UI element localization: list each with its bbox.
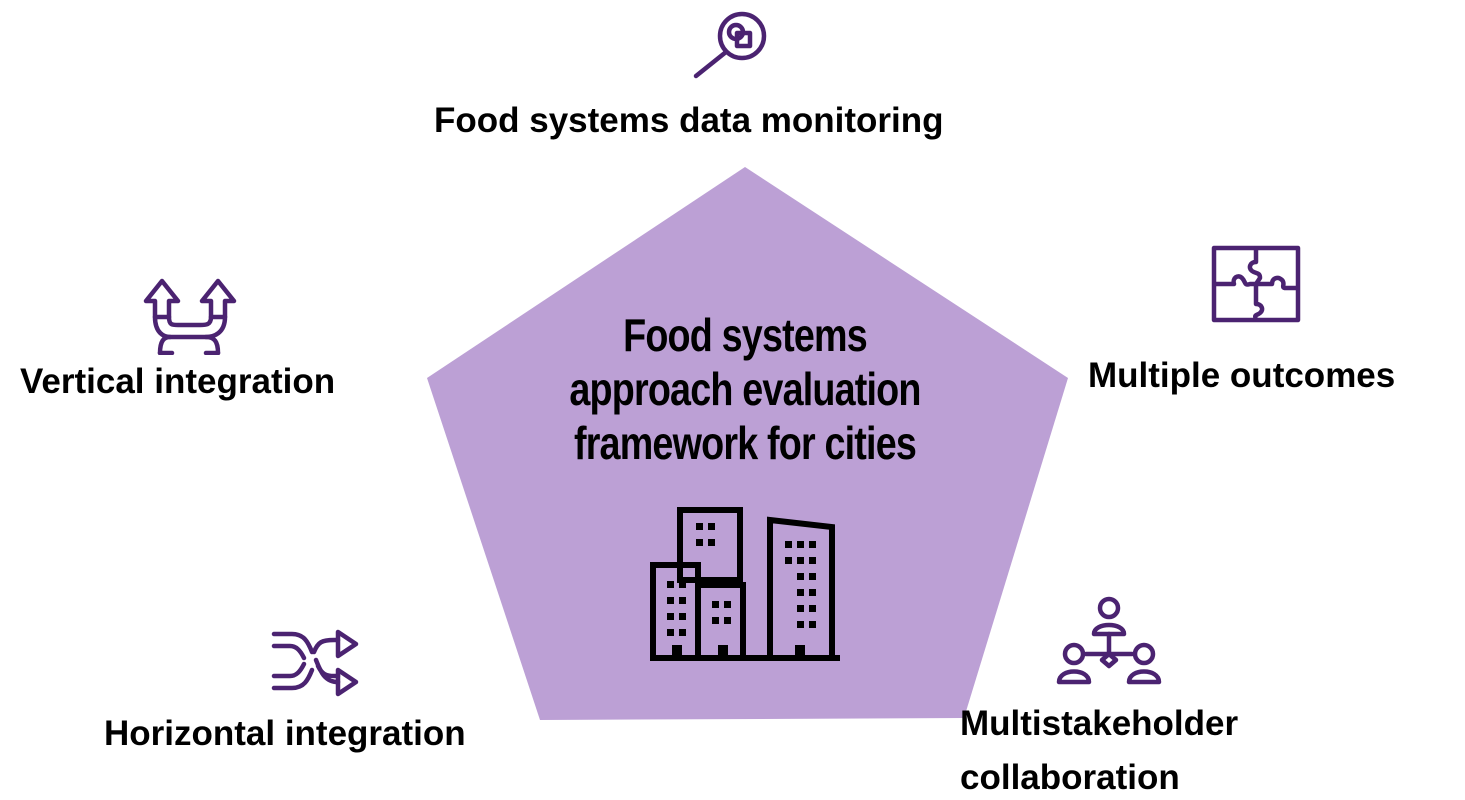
node-label-multistakeholder-line-2: collaboration	[960, 758, 1180, 797]
shuffle-arrows-icon	[271, 629, 359, 697]
node-label-vertical-integration: Vertical integration	[20, 362, 336, 401]
node-label-data-monitoring: Food systems data monitoring	[434, 101, 944, 140]
magnifier-icon	[693, 11, 767, 79]
center-title: Food systems approach evaluation framewo…	[540, 308, 950, 470]
center-title-line-1: Food systems	[623, 309, 868, 361]
puzzle-icon	[1211, 245, 1301, 323]
center-title-line-3: framework for cities	[573, 417, 917, 469]
node-label-multiple-outcomes: Multiple outcomes	[1088, 356, 1396, 395]
node-label-horizontal-integration: Horizontal integration	[104, 714, 466, 753]
pentagon-fill	[427, 167, 1068, 720]
city-buildings-icon	[650, 507, 840, 661]
people-network-icon	[1056, 596, 1162, 685]
split-arrows-up-icon	[143, 278, 237, 355]
center-title-line-2: approach evaluation	[569, 363, 921, 415]
node-label-multistakeholder-line-1: Multistakeholder	[960, 704, 1239, 743]
